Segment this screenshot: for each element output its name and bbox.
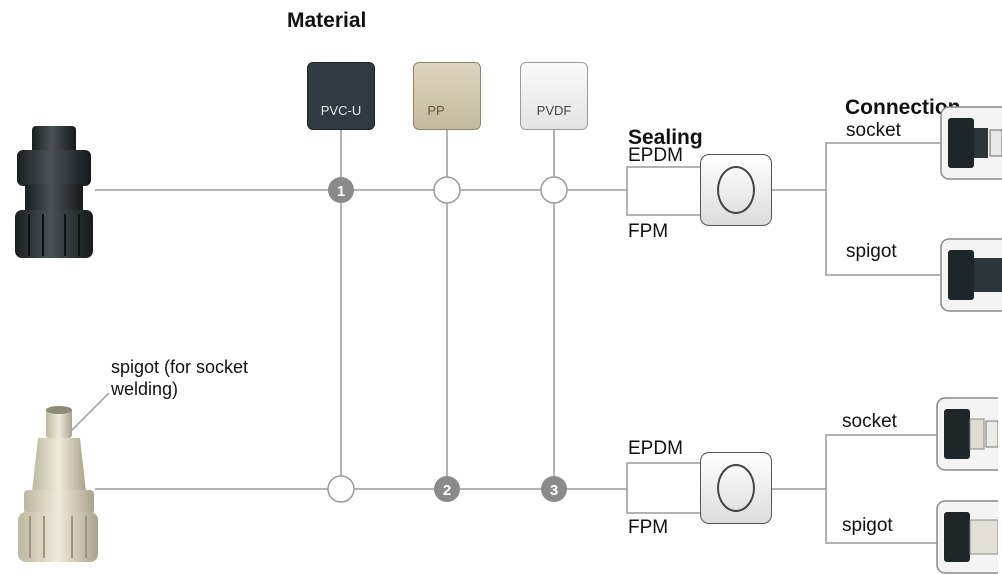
lower-connection-spigot-label: spigot <box>842 515 893 536</box>
connection-heading: Connection <box>845 96 961 119</box>
oring-icon <box>717 166 755 214</box>
node-pvc-lower <box>327 475 355 503</box>
marker-2 <box>434 476 460 502</box>
lower-seal-bracket <box>626 462 700 514</box>
material-box-pvdf: PVDF <box>520 62 588 130</box>
lower-connection-socket-label: socket <box>842 411 897 432</box>
upper-socket-thumbnail <box>940 106 1002 180</box>
upper-seal-fpm-label: FPM <box>628 221 669 242</box>
node-pvdf-upper <box>540 176 568 204</box>
annotation-line-2: welding) <box>111 379 179 399</box>
upper-seal-oring <box>700 154 772 226</box>
marker-1 <box>328 177 354 203</box>
material-label-pvc-u: PVC-U <box>320 102 362 118</box>
upper-connection-socket-label: socket <box>846 120 901 141</box>
marker-3-label: 3 <box>550 482 558 499</box>
annotation-line-1: spigot (for socket <box>111 357 249 377</box>
spigot-annotation: spigot (for socket welding) <box>111 356 248 400</box>
marker-2-label: 2 <box>443 482 451 499</box>
annotation-pointer <box>67 392 110 435</box>
pvc-union-fitting-image <box>15 126 93 258</box>
upper-seal-epdm-label: EPDM <box>628 145 683 166</box>
pp-spigot-fitting-image <box>18 406 98 562</box>
upper-spigot-thumbnail <box>940 238 1002 312</box>
upper-connection-bracket <box>825 142 940 276</box>
oring-icon <box>717 464 755 512</box>
marker-3 <box>541 476 567 502</box>
lower-socket-thumbnail <box>936 397 998 471</box>
node-pp-upper <box>433 176 461 204</box>
material-box-pvc-u: PVC-U <box>307 62 375 130</box>
upper-seal-bracket <box>626 166 700 216</box>
material-box-pp: PP <box>413 62 481 130</box>
material-label-pp: PP <box>427 102 445 118</box>
lower-seal-fpm-label: FPM <box>628 517 669 538</box>
lower-seal-epdm-label: EPDM <box>628 438 683 459</box>
lower-connection-bracket <box>825 434 940 544</box>
upper-connection-spigot-label: spigot <box>846 241 897 262</box>
material-label-pvdf: PVDF <box>536 102 572 118</box>
sealing-heading: Sealing <box>628 126 703 149</box>
lower-spigot-thumbnail <box>936 500 998 574</box>
marker-1-label: 1 <box>337 183 345 200</box>
lower-seal-oring <box>700 452 772 524</box>
material-heading: Material <box>287 9 367 32</box>
